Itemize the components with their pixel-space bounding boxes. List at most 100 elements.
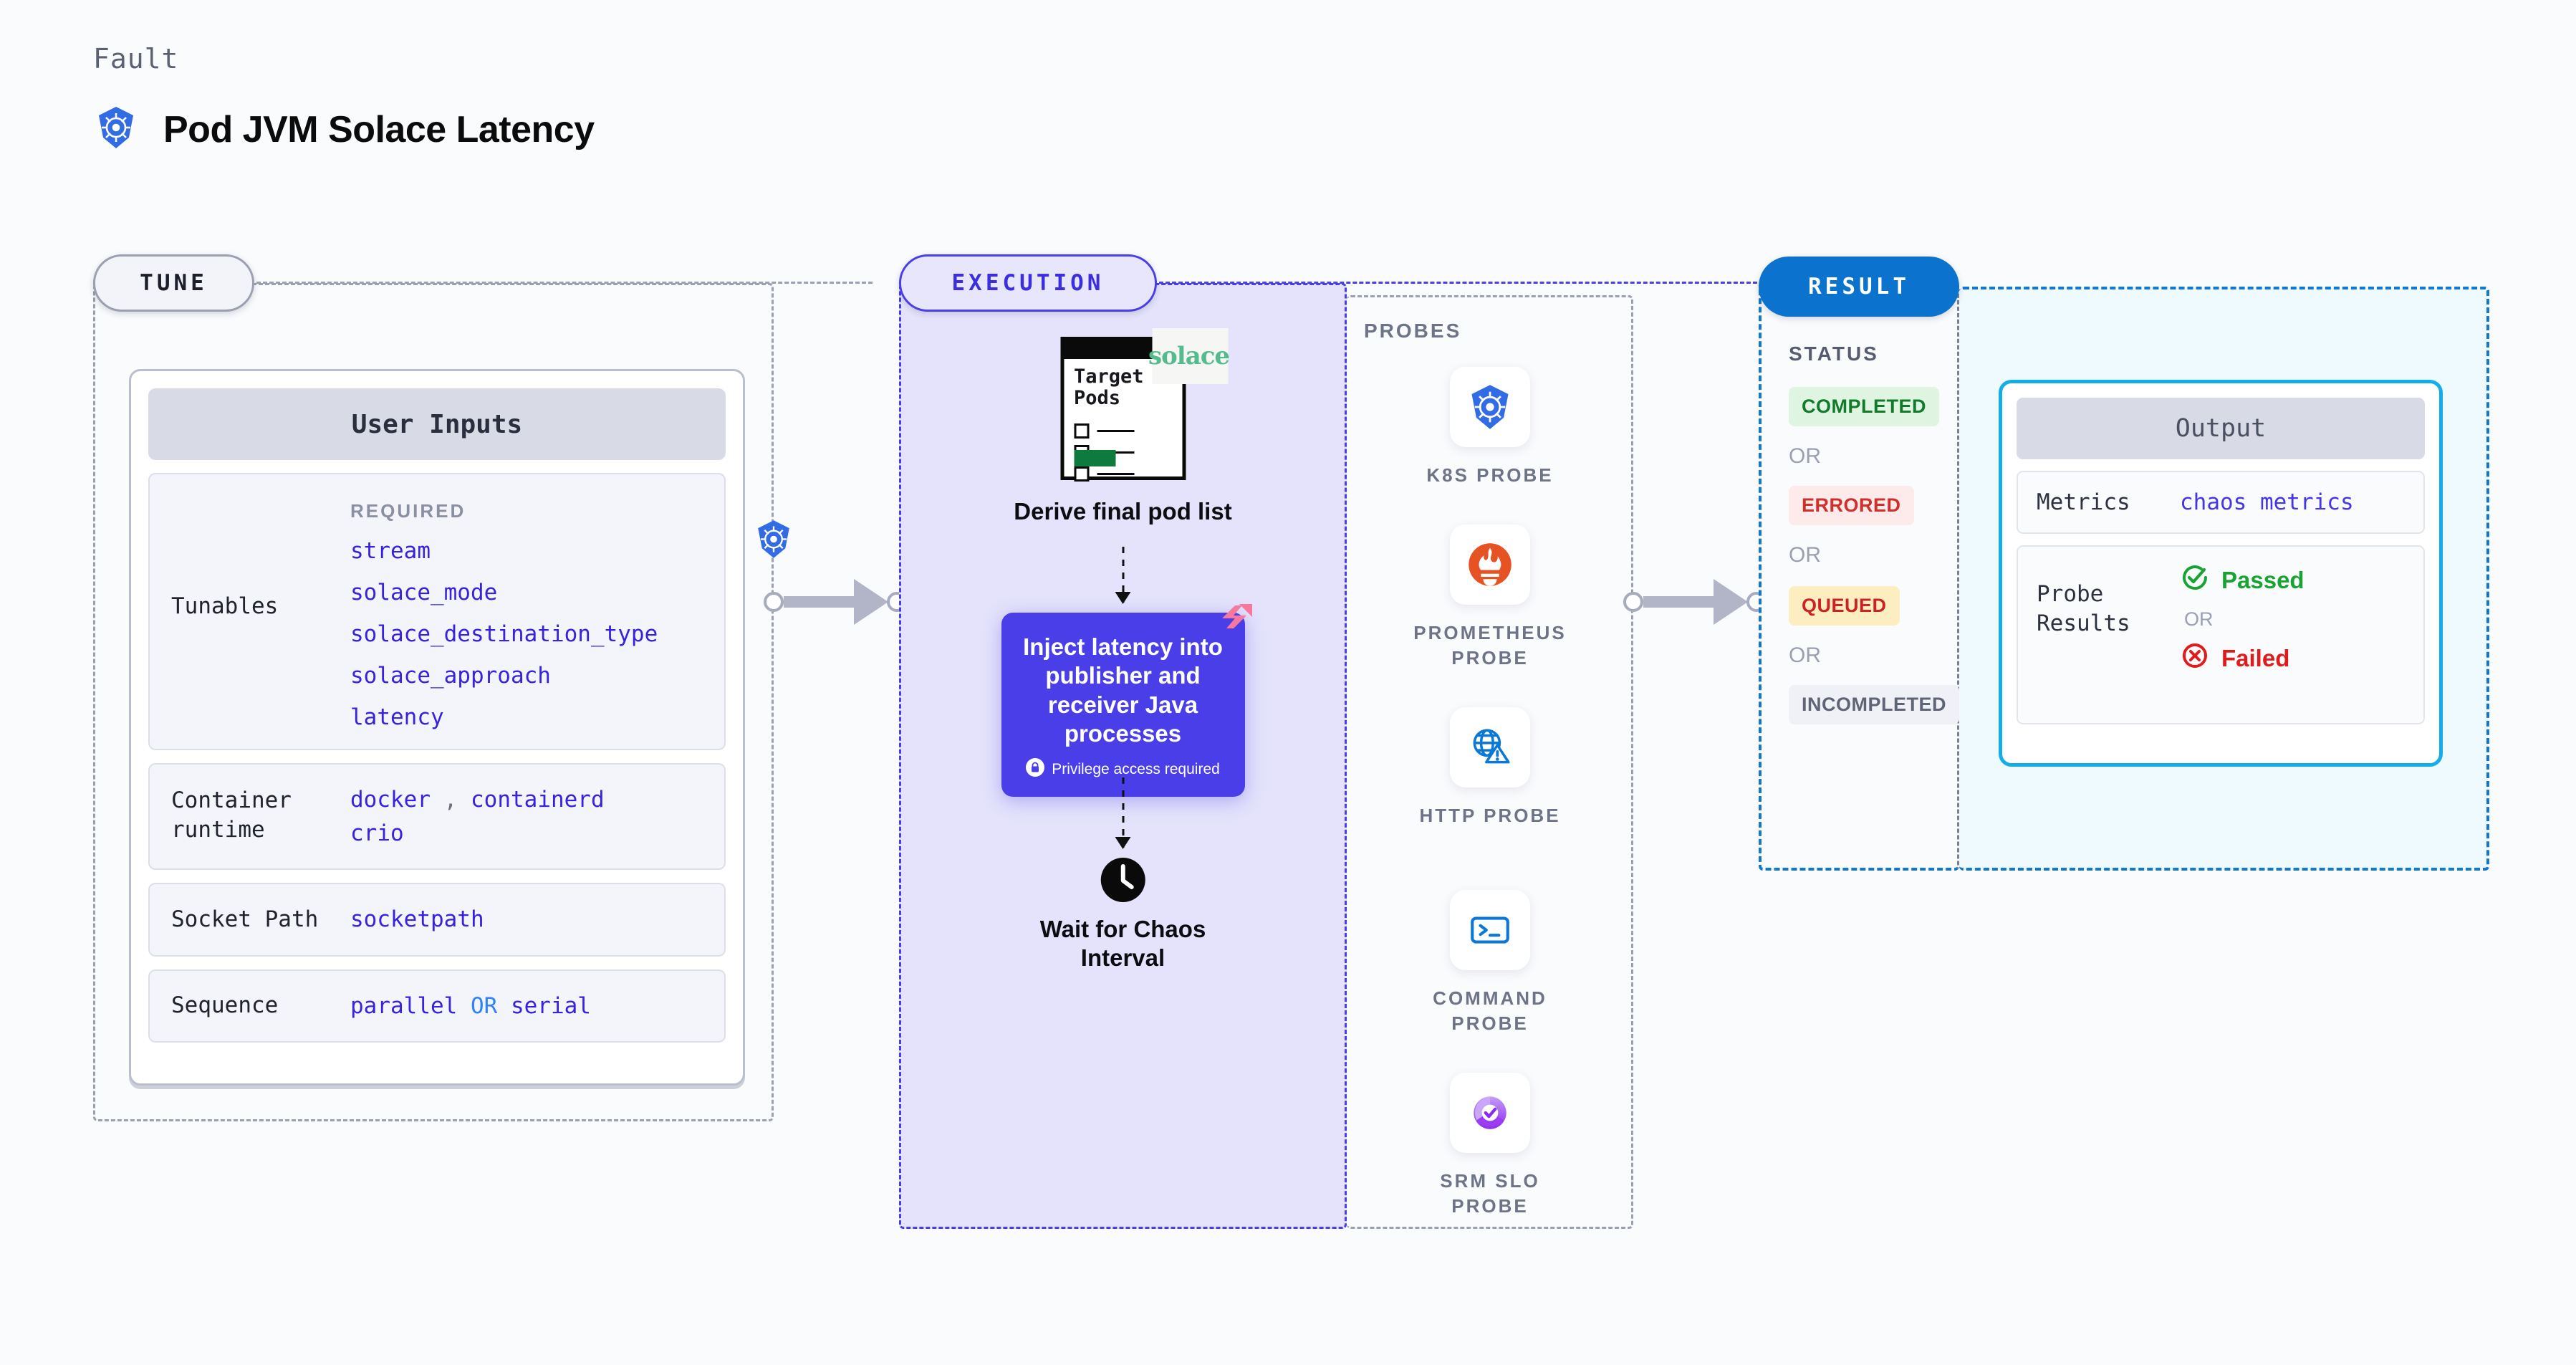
checkbox-icon	[1074, 466, 1089, 482]
tune-dashed-connector	[256, 282, 873, 284]
tune-pill-label: TUNE	[93, 254, 254, 312]
probe-item-k8s[interactable]: K8S PROBE	[1347, 367, 1633, 488]
solace-logo: solace	[1148, 328, 1230, 384]
kubernetes-icon	[1450, 367, 1530, 447]
sequence-values: parallel OR serial	[350, 990, 591, 1023]
flow-arrow	[1115, 777, 1131, 849]
target-pods-document: Target Pods solace	[1060, 328, 1230, 482]
output-zone: Output Metrics chaos metrics Probe Resul…	[1959, 287, 2489, 871]
document-checkbox-row	[1074, 423, 1134, 439]
probe-label: SRM SLO PROBE	[1440, 1170, 1540, 1217]
derive-final-pod-list-label: Derive final pod list	[1014, 498, 1232, 525]
sequence-joiner: OR	[470, 992, 498, 1019]
probe-label: PROMETHEUS PROBE	[1413, 622, 1567, 669]
tunable-item[interactable]: latency	[350, 704, 444, 730]
connector-start-dot	[764, 592, 784, 612]
status-title: STATUS	[1789, 343, 1879, 365]
tunables-row: Tunables REQUIRED stream solace_mode sol…	[148, 473, 726, 750]
probe-item-srm-slo[interactable]: SRM SLO PROBE	[1347, 1073, 1633, 1219]
sequence-parallel[interactable]: parallel	[350, 992, 458, 1019]
tunables-values: REQUIRED stream solace_mode solace_desti…	[350, 500, 658, 730]
probe-label: COMMAND PROBE	[1433, 987, 1547, 1035]
inject-latency-text: Inject latency into publisher and receiv…	[1023, 633, 1223, 747]
page-title: Pod JVM Solace Latency	[163, 108, 595, 150]
tunables-label: Tunables	[171, 593, 279, 619]
runtime-crio[interactable]: crio	[350, 820, 404, 846]
srm-slo-icon	[1450, 1073, 1530, 1153]
status-badge-incompleted: INCOMPLETED	[1789, 685, 1960, 724]
socket-path-row: Socket Path socketpath	[148, 883, 726, 957]
page-header: Fault Pod JVM Solace Latency	[93, 43, 595, 154]
socket-path-label: Socket Path	[171, 906, 319, 932]
tune-panel: TUNE User Inputs Tunables REQUIRED strea…	[93, 254, 873, 1121]
probe-item-prometheus[interactable]: PROMETHEUS PROBE	[1347, 525, 1633, 671]
probe-result-failed: Failed	[2180, 641, 2305, 676]
probe-label: HTTP PROBE	[1419, 805, 1561, 826]
result-panel-border	[1759, 287, 1959, 871]
status-or-label: OR	[1789, 643, 1821, 667]
probes-title: PROBES	[1364, 320, 1462, 342]
result-panel: RESULT STATUS COMPLETED OR ERRORED OR QU…	[1759, 257, 1960, 871]
wait-for-chaos-interval-step: Wait for Chaos Interval	[1011, 856, 1235, 973]
litmus-logo-icon	[1218, 600, 1256, 642]
check-circle-icon	[2180, 562, 2210, 598]
wait-label: Wait for Chaos Interval	[1039, 916, 1206, 972]
document-checkbox-row	[1074, 466, 1134, 482]
probe-result-or-label: OR	[2184, 608, 2214, 631]
result-pill-label: RESULT	[1759, 257, 1959, 317]
probe-results-label: Probe Results	[2037, 581, 2130, 636]
status-badge-errored: ERRORED	[1789, 486, 1914, 525]
runtime-docker[interactable]: docker	[350, 787, 431, 813]
output-title: Output	[2017, 398, 2425, 459]
tunable-item[interactable]: solace_destination_type	[350, 621, 658, 647]
tunable-item[interactable]: solace_mode	[350, 580, 498, 605]
user-inputs-title: User Inputs	[148, 388, 726, 460]
x-circle-icon	[2180, 641, 2210, 676]
container-runtime-label: Container runtime	[171, 787, 292, 843]
connector-tune-to-execution	[764, 579, 907, 625]
clock-icon	[1100, 856, 1147, 904]
output-card: Output Metrics chaos metrics Probe Resul…	[1999, 380, 2443, 767]
document-title: Target Pods	[1074, 365, 1144, 410]
sequence-label: Sequence	[171, 992, 279, 1019]
execution-pill-label: EXECUTION	[899, 254, 1157, 312]
connector-arrowhead	[854, 579, 888, 625]
inject-latency-step: Inject latency into publisher and receiv…	[1001, 604, 1252, 797]
probe-result-passed: Passed	[2180, 562, 2305, 598]
privilege-note: Privilege access required	[1019, 758, 1228, 781]
probe-label: K8S PROBE	[1426, 464, 1554, 486]
status-badge-queued: QUEUED	[1789, 586, 1900, 626]
terminal-icon	[1450, 890, 1530, 970]
tunable-item[interactable]: stream	[350, 538, 431, 564]
status-or-label: OR	[1789, 543, 1821, 567]
status-or-label: OR	[1789, 444, 1821, 468]
metrics-row: Metrics chaos metrics	[2017, 471, 2425, 535]
metrics-label: Metrics	[2037, 489, 2130, 515]
sequence-row: Sequence parallel OR serial	[148, 969, 726, 1043]
tune-panel-border	[93, 283, 774, 1121]
runtime-separator: ,	[443, 787, 458, 813]
required-label: REQUIRED	[350, 500, 466, 522]
document-green-bar	[1074, 450, 1115, 466]
status-badge-completed: COMPLETED	[1789, 387, 1940, 426]
tunable-item[interactable]: solace_approach	[350, 663, 551, 689]
container-runtime-values: docker , containerd crio	[350, 783, 605, 850]
probe-results-row: Probe Results Passed OR	[2017, 545, 2425, 725]
probe-item-http[interactable]: HTTP PROBE	[1347, 707, 1633, 828]
probe-results-values: Passed OR Failed	[2180, 562, 2305, 676]
connector-start-dot	[1623, 592, 1643, 612]
connector-line	[1643, 596, 1714, 608]
metrics-value[interactable]: chaos metrics	[2180, 489, 2354, 516]
probe-item-command[interactable]: COMMAND PROBE	[1347, 890, 1633, 1036]
execution-panel: EXECUTION Target Pods solace Derive fina…	[899, 254, 1789, 1229]
flow-arrow	[1115, 547, 1131, 604]
probes-panel: PROBES K8S PROBE	[1347, 295, 1633, 1229]
sequence-serial[interactable]: serial	[510, 992, 591, 1019]
connector-arrowhead	[1714, 579, 1748, 625]
title-row: Pod JVM Solace Latency	[93, 105, 595, 154]
prometheus-icon	[1450, 525, 1530, 605]
kubernetes-icon	[93, 105, 139, 154]
socket-path-value[interactable]: socketpath	[350, 906, 484, 932]
user-inputs-card: User Inputs Tunables REQUIRED stream sol…	[129, 369, 745, 1086]
runtime-containerd[interactable]: containerd	[471, 787, 605, 813]
